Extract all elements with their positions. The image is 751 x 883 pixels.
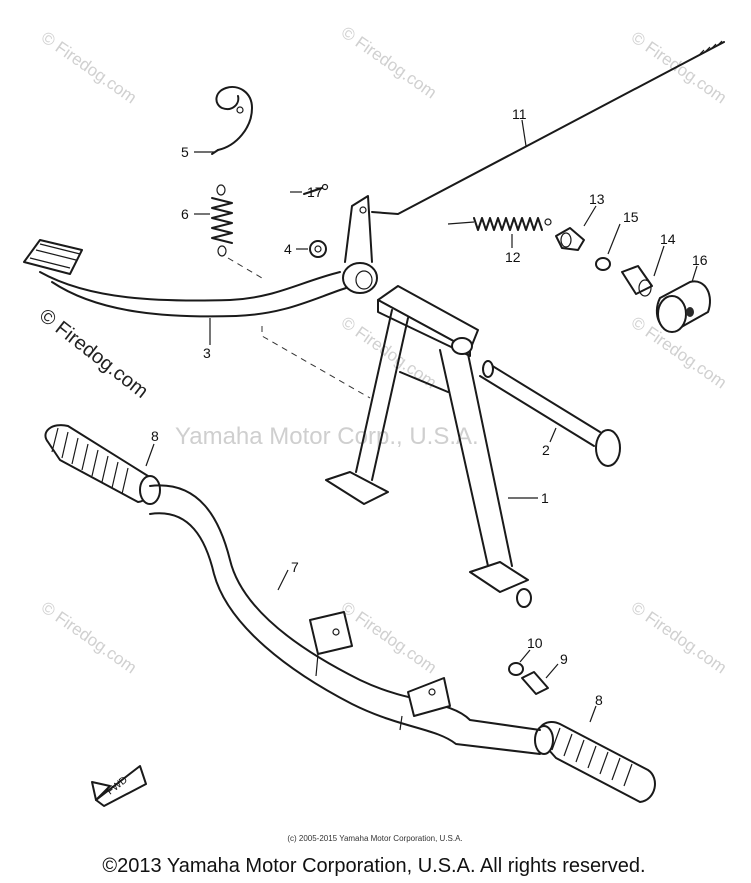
label-4: 4 [284, 241, 292, 257]
part-3-brake-pedal [23, 195, 378, 318]
part-6-spring [211, 184, 233, 257]
part-8-footrest-rubber-left [44, 424, 161, 505]
callouts: 1 2 3 4 5 6 7 8 8 9 10 11 12 13 14 15 16… [151, 106, 708, 708]
part-7-footrest-bar [149, 484, 541, 755]
copyright-small: (c) 2005-2015 Yamaha Motor Corporation, … [287, 834, 462, 843]
label-8a: 8 [151, 428, 159, 444]
part-11-rod [371, 40, 725, 215]
label-8b: 8 [595, 692, 603, 708]
side-credit: © Firedog.com [35, 305, 152, 403]
part-17-pin [303, 183, 329, 195]
label-16: 16 [692, 252, 708, 268]
label-11: 11 [512, 106, 527, 122]
part-2-shaft [479, 360, 621, 467]
label-14: 14 [660, 231, 676, 247]
label-2: 2 [542, 442, 550, 458]
part-14-collar [621, 265, 653, 297]
part-10-washer [508, 662, 524, 676]
part-12-spring [447, 217, 552, 231]
watermark-tr: © Firedog.com [628, 28, 730, 108]
label-17: 17 [307, 184, 323, 200]
watermark-center: Yamaha Motor Corp., U.S.A. [175, 423, 479, 450]
label-15: 15 [623, 209, 639, 225]
watermark-bl: © Firedog.com [38, 598, 140, 678]
label-7: 7 [291, 559, 299, 575]
label-12: 12 [505, 249, 521, 265]
label-6: 6 [181, 206, 189, 222]
part-5-hook [211, 86, 253, 155]
part-8-footrest-rubber-right [534, 721, 656, 803]
part-16-stopper [655, 280, 711, 333]
part-4-washer [309, 240, 327, 258]
fwd-arrow-icon: FWD [91, 765, 147, 807]
watermark-br: © Firedog.com [628, 598, 730, 678]
label-3: 3 [203, 345, 211, 361]
part-9-bolt [521, 671, 549, 695]
part-13-bolt [555, 227, 585, 251]
label-13: 13 [589, 191, 605, 207]
copyright-main: ©2013 Yamaha Motor Corporation, U.S.A. A… [102, 855, 645, 877]
watermark-tl: © Firedog.com [38, 28, 140, 108]
watermark-tc: © Firedog.com [338, 23, 440, 103]
label-1: 1 [541, 490, 549, 506]
watermark-bc: © Firedog.com [338, 598, 440, 678]
label-10: 10 [527, 635, 543, 651]
part-1-main-stand [325, 285, 532, 608]
part-15-washer [595, 257, 611, 271]
label-9: 9 [560, 651, 568, 667]
label-5: 5 [181, 144, 189, 160]
